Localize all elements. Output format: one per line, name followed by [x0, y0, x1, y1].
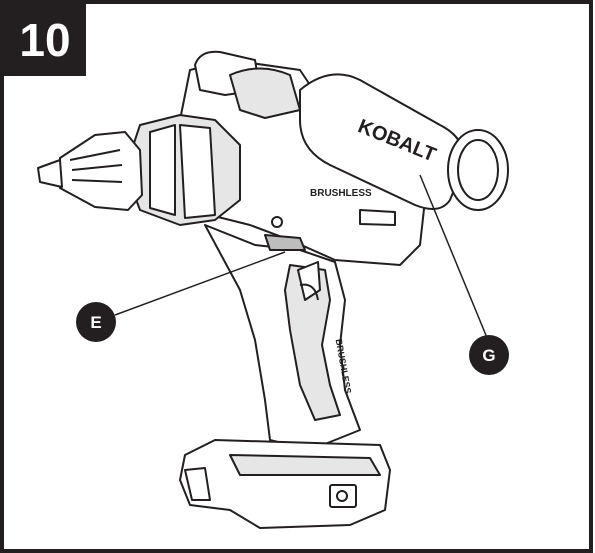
callout-g: G — [469, 335, 509, 375]
body-brand-label: BRUSHLESS — [310, 188, 372, 199]
callout-e-letter: E — [90, 313, 101, 332]
grip-inlay — [284, 264, 341, 421]
step-number-badge: 10 — [4, 4, 86, 76]
callout-g-letter: G — [482, 346, 495, 365]
trigger — [264, 234, 306, 251]
chuck-tip — [37, 159, 63, 188]
chuck-jaw — [59, 131, 143, 211]
callout-e: E — [76, 302, 116, 342]
leader-line-e — [114, 251, 286, 316]
leader-line-g — [419, 174, 491, 346]
battery-mount — [179, 439, 391, 529]
